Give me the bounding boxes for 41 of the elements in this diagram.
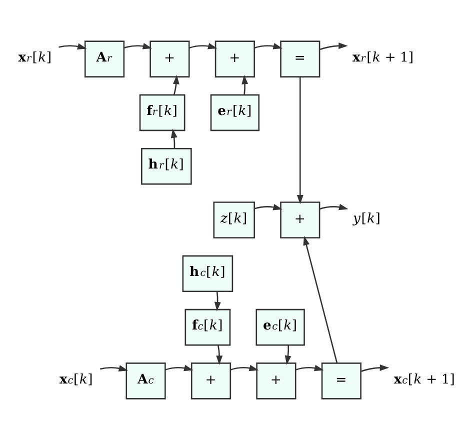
node-box: Ac — [126, 362, 166, 399]
arrow — [303, 235, 338, 363]
node-box: = — [321, 362, 362, 399]
node-box: + — [190, 362, 232, 399]
node-text: xc[k + 1] — [394, 372, 455, 387]
arrow — [242, 74, 248, 94]
arrow — [58, 42, 87, 50]
node-box: hc[k] — [182, 254, 234, 292]
arrow — [189, 42, 218, 49]
node-box: + — [256, 362, 296, 399]
node-text: xr[k + 1] — [352, 50, 414, 65]
arrow — [319, 42, 348, 50]
arrow — [216, 344, 223, 364]
node-box: Ar — [84, 40, 125, 77]
node-box: er[k] — [210, 94, 260, 131]
arrow — [360, 364, 390, 372]
node-box: fr[k] — [139, 94, 186, 131]
arrow — [254, 42, 282, 49]
node-box: + — [214, 40, 255, 77]
node-box: + — [150, 40, 190, 77]
arrow — [296, 364, 324, 371]
arrow — [124, 42, 152, 49]
arrow — [284, 344, 292, 364]
node-text: xc[k] — [60, 372, 93, 387]
arrow — [100, 364, 128, 371]
node-text: xr[k] — [18, 50, 52, 65]
arrow — [165, 364, 194, 371]
node-box: ec[k] — [256, 308, 305, 346]
node-box: = — [280, 40, 320, 77]
node-box: fc[k] — [184, 308, 231, 346]
arrow — [254, 203, 282, 210]
node-text: y[k] — [352, 210, 380, 226]
arrow — [320, 203, 348, 210]
arrow — [230, 364, 259, 371]
arrow — [214, 290, 221, 311]
node-box: z[k] — [213, 201, 255, 238]
node-box: hr[k] — [141, 147, 192, 184]
node-box: + — [280, 201, 320, 238]
arrow — [172, 74, 180, 94]
arrow — [296, 76, 304, 204]
arrow — [170, 128, 178, 148]
